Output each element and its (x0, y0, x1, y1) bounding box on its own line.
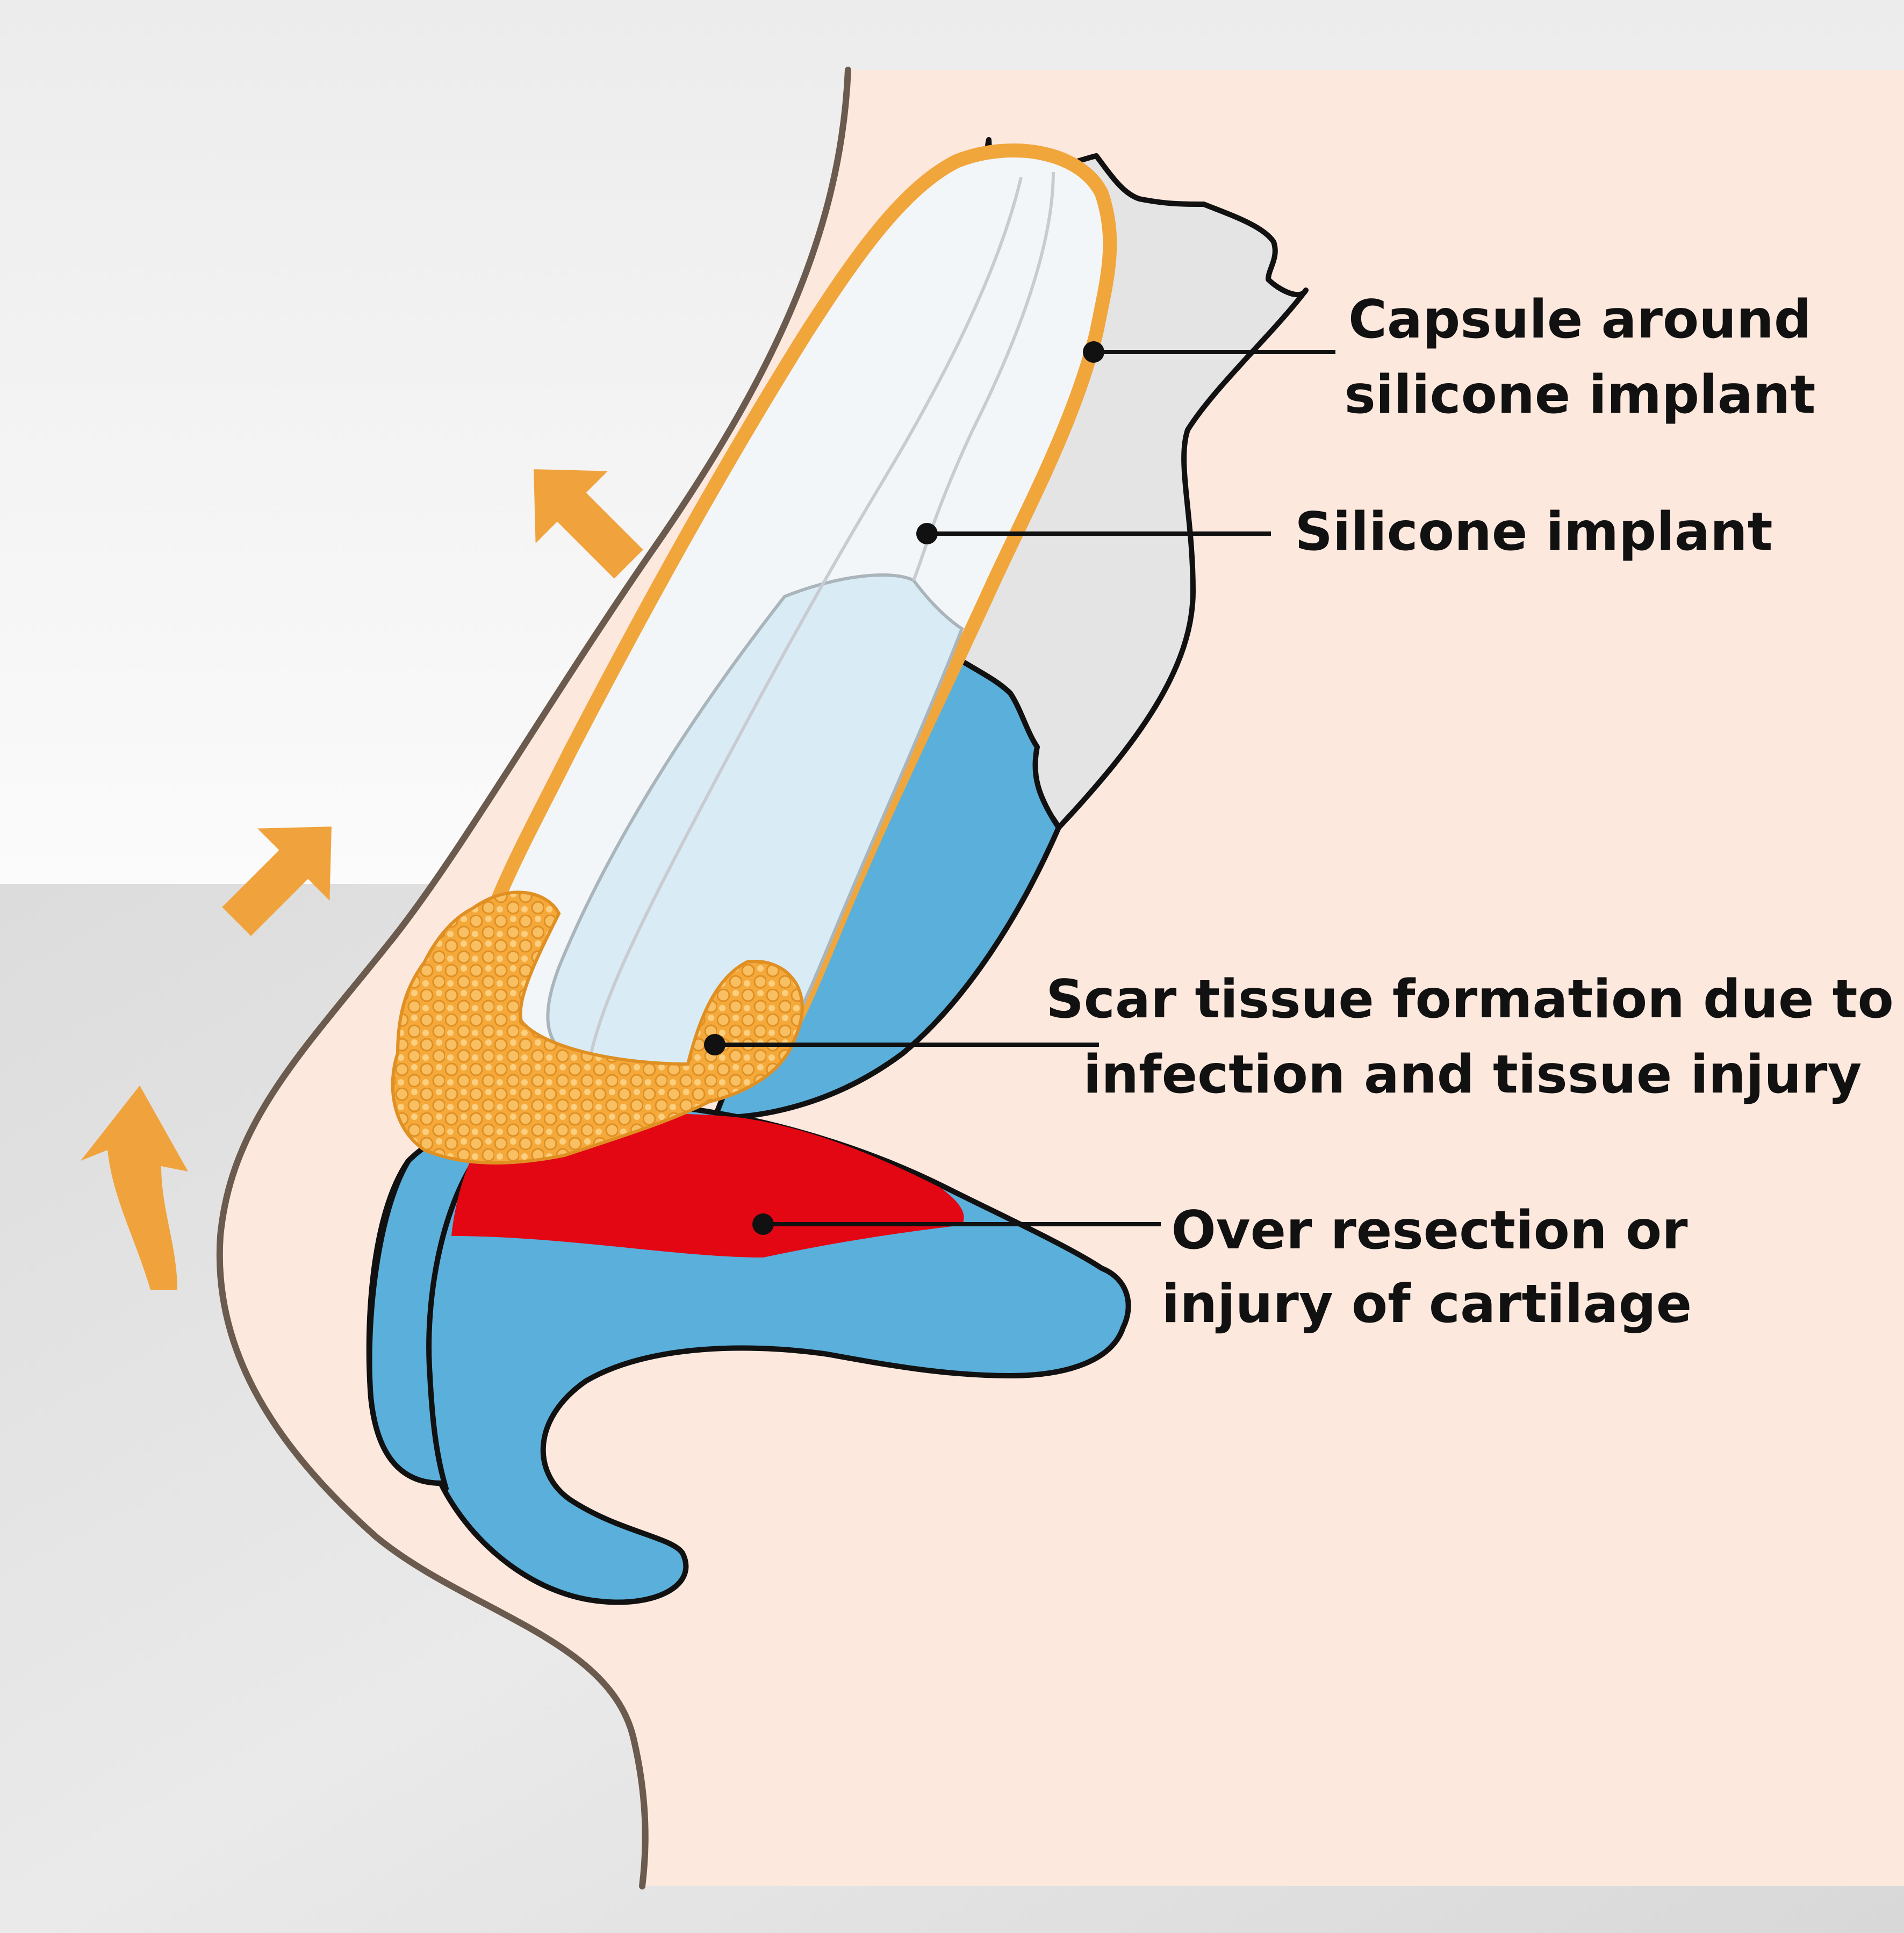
cartilage-label-line2: injury of cartilage (1162, 1274, 1692, 1335)
columella-outline (367, 1158, 443, 1486)
leader-dot-icon (916, 523, 938, 544)
leader-capsule (1083, 341, 1335, 363)
leader-dot-icon (1083, 341, 1104, 363)
cartilage-inner-crease (426, 1153, 481, 1491)
leader-dot-icon (752, 1213, 774, 1235)
skin-outline (216, 67, 851, 1889)
leader-dot-icon (704, 1034, 725, 1055)
orange-arrow-icon-top (534, 469, 643, 579)
scar-label-line1: Scar tissue formation due to (1046, 969, 1894, 1030)
leader-cartilage (752, 1213, 1161, 1235)
leader-implant (916, 523, 1271, 544)
capsule-label-line1: Capsule around (1348, 289, 1812, 350)
cartilage-label-line1: Over resection or (1171, 1200, 1688, 1261)
orange-arrow-icon-bottom (81, 1086, 188, 1290)
implant-highlight (590, 177, 1023, 1054)
scar-label-line2: infection and tissue injury (1083, 1044, 1862, 1105)
scar-tissue (391, 890, 804, 1165)
leader-scar (704, 1034, 1099, 1055)
capsule-label-line2: silicone implant (1344, 364, 1815, 426)
orange-arrow-icon-middle (222, 827, 332, 936)
implant-label: Silicone implant (1295, 501, 1772, 563)
skin-profile (219, 70, 1904, 1886)
